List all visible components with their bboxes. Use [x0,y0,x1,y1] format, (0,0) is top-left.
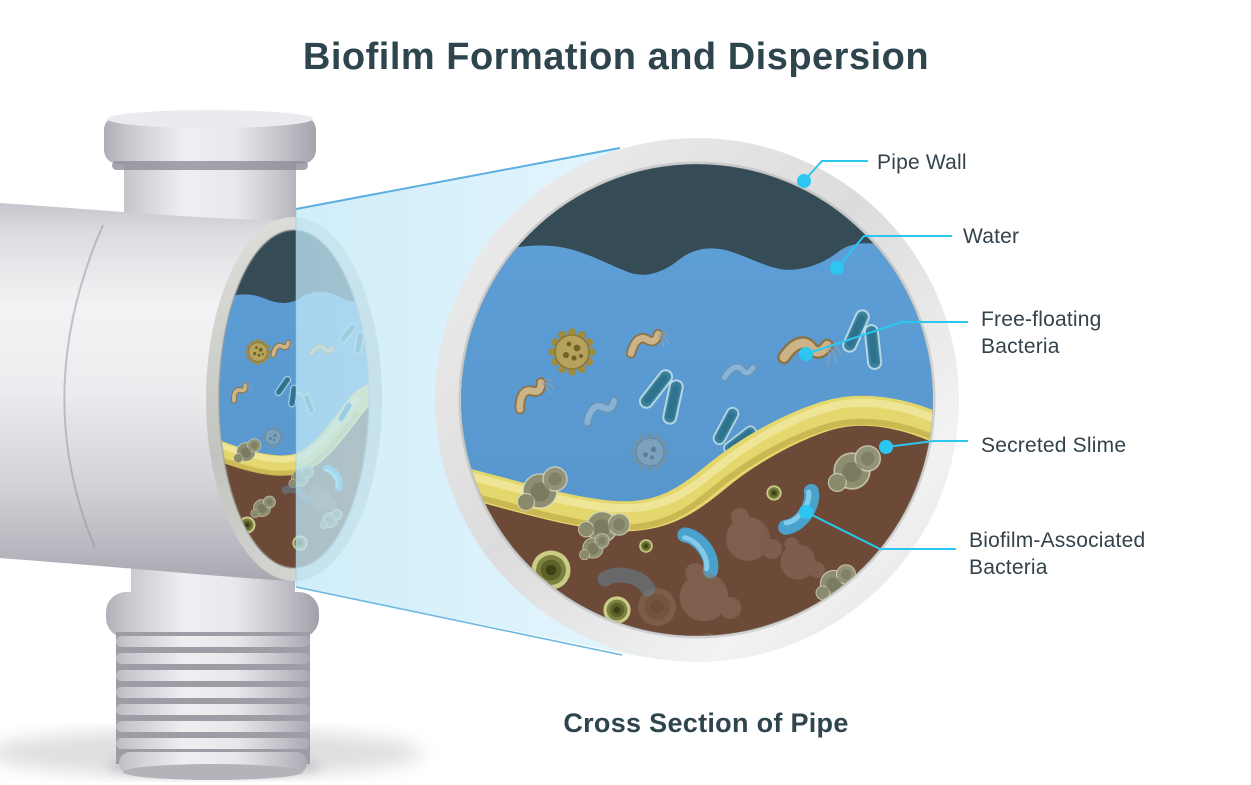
leader-line-secreted-slime [885,440,968,448]
leader-lines [803,160,968,550]
pipe-seam [63,224,104,549]
leader-line-free-floating [805,321,968,355]
large-cross-section [435,138,959,662]
leader-dot-water [830,261,844,275]
label-free-floating-bacteria: Free-floating Bacteria [981,308,1102,358]
label-pipe-wall: Pipe Wall [877,151,967,174]
label-secreted-slime: Secreted Slime [981,434,1127,457]
page-title: Biofilm Formation and Dispersion [302,36,930,78]
leader-dot-biofilm [799,505,813,519]
leader-line-biofilm [805,511,956,550]
diagram-caption: Cross Section of Pipe [563,708,849,738]
leader-dots [797,174,893,519]
leader-dot-free-floating [799,347,813,361]
leader-dot-secreted-slime [879,440,893,454]
leader-line-pipe-wall [803,160,868,182]
pipe-threads [106,548,319,780]
label-water: Water [963,225,1020,248]
label-biofilm-associated-bacteria: Biofilm-Associated Bacteria [969,529,1146,579]
leader-line-water [836,235,952,269]
leader-dot-pipe-wall [797,174,811,188]
